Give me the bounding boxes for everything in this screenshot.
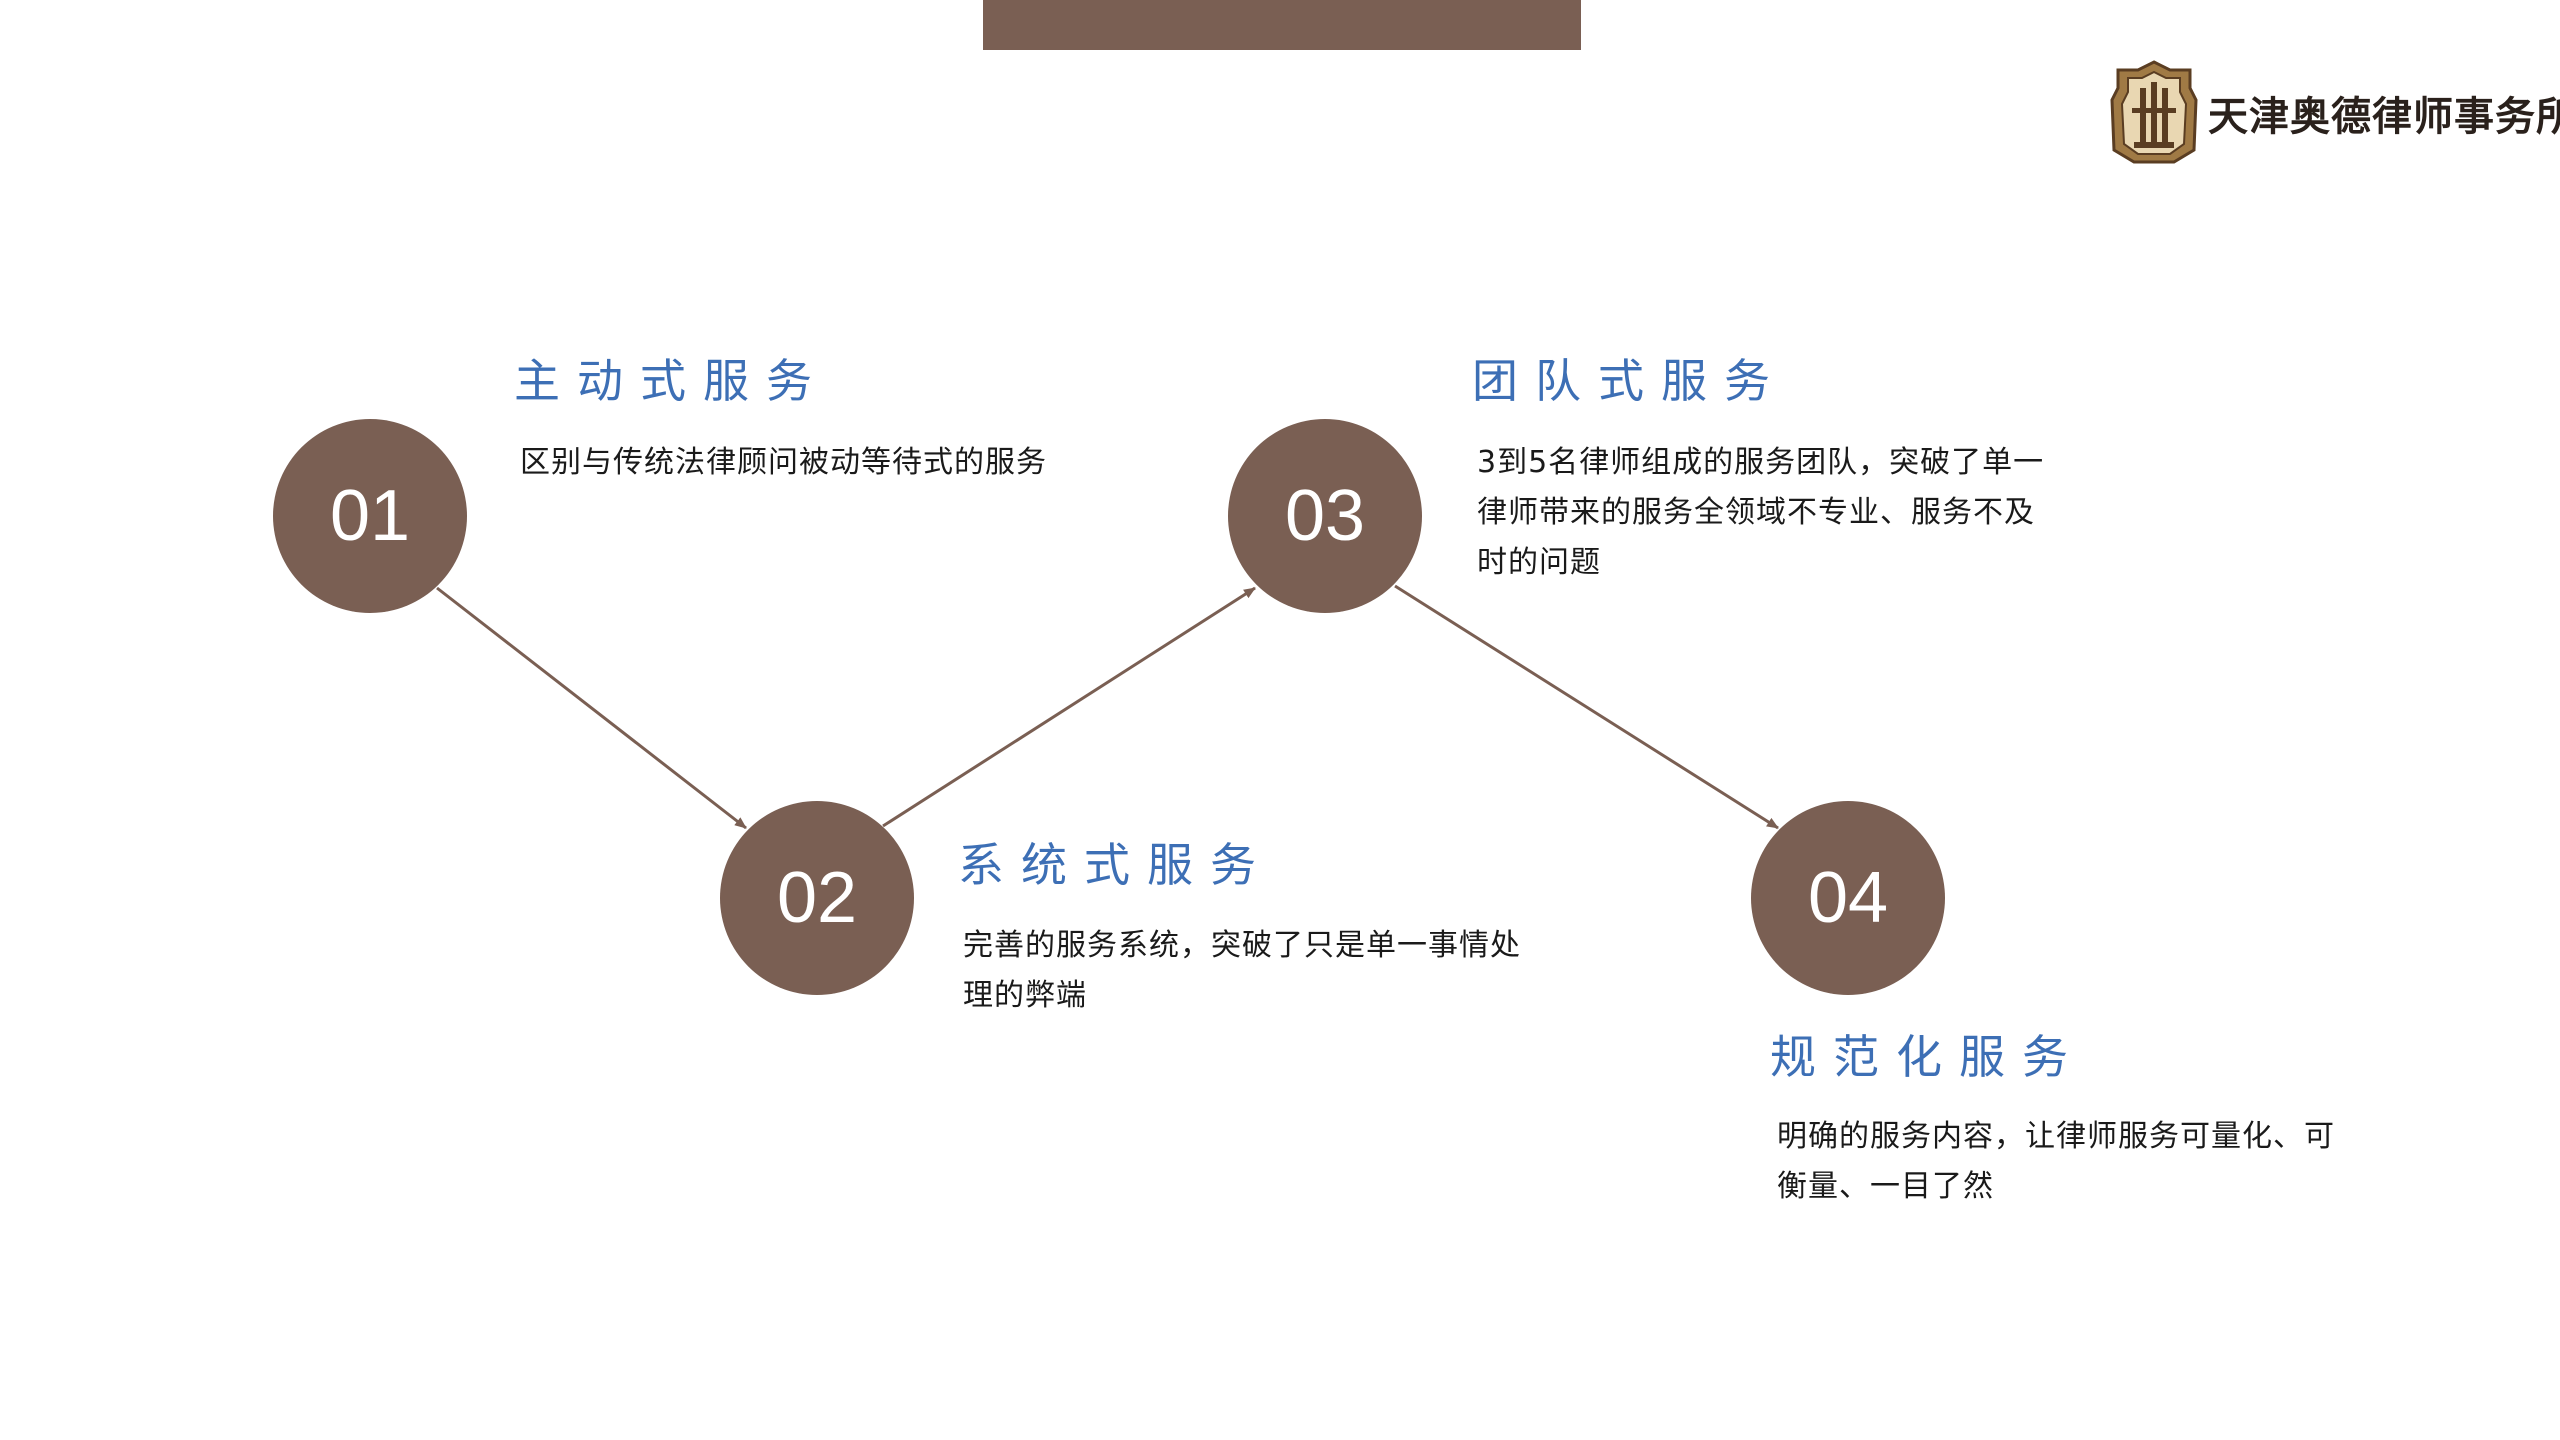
step-number-02: 02 bbox=[720, 801, 914, 995]
firm-logo: 天津奥德律师事务所 bbox=[2110, 55, 2560, 170]
step-description-02: 完善的服务系统，突破了只是单一事情处理的弊端 bbox=[963, 928, 1521, 1013]
step-number-03: 03 bbox=[1228, 419, 1422, 613]
step-title-01: 主动式服务 bbox=[514, 354, 829, 408]
step-description-04: 明确的服务内容，让律师服务可量化、可衡量、一目了然 bbox=[1777, 1119, 2335, 1204]
step-description-01: 区别与传统法律顾问被动等待式的服务 bbox=[520, 445, 1047, 480]
step-number-04: 04 bbox=[1751, 801, 1945, 995]
firm-name: 天津奥德律师事务所 bbox=[2208, 92, 2560, 140]
step-description-03: 3到5名律师组成的服务团队，突破了单一律师带来的服务全领域不专业、服务不及时的问… bbox=[1477, 445, 2045, 580]
arrow-02-to-03 bbox=[882, 586, 1256, 828]
top-accent-bar bbox=[983, 0, 1581, 50]
law-firm-emblem-icon bbox=[2110, 59, 2198, 163]
step-number-01: 01 bbox=[273, 419, 467, 613]
arrow-01-to-02 bbox=[436, 586, 747, 830]
step-title-03: 团队式服务 bbox=[1472, 354, 1787, 408]
step-title-02: 系统式服务 bbox=[958, 838, 1273, 892]
arrow-03-to-04 bbox=[1394, 584, 1779, 830]
step-title-04: 规范化服务 bbox=[1770, 1030, 2085, 1084]
